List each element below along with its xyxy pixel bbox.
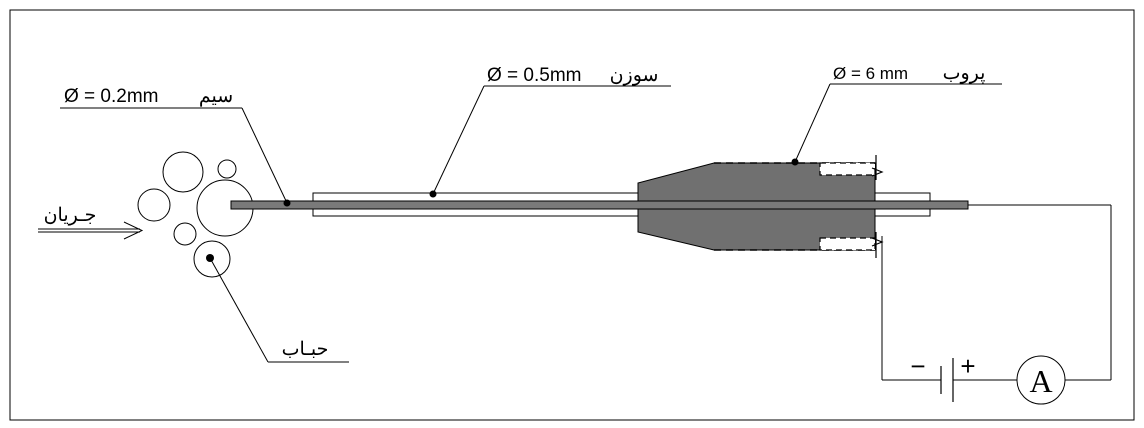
- probe-dimension: Ø = 6 mm: [833, 64, 908, 83]
- bubble: [137, 188, 171, 222]
- needle-leader-dot: [429, 190, 437, 198]
- needle-leader: [432, 85, 671, 195]
- circuit-wiring: [881, 204, 1112, 381]
- probe-end-openings: [819, 155, 884, 258]
- flow-label: جـریان: [44, 205, 97, 226]
- bubble: [162, 151, 204, 193]
- wire-leader: [60, 107, 288, 204]
- bubble-target: [193, 240, 231, 278]
- ammeter-label: A: [1029, 363, 1052, 399]
- bubble-leader: [209, 257, 349, 363]
- probe-leader: [794, 83, 1002, 163]
- bubble: [217, 159, 237, 179]
- probe-name: پروب: [943, 63, 986, 84]
- wire: [230, 200, 969, 210]
- ammeter-symbol: [1016, 355, 1066, 405]
- battery-minus: −: [910, 351, 925, 381]
- bubble-label: حبـاب: [282, 339, 329, 360]
- battery-symbol: [940, 358, 954, 402]
- flow-arrow: [38, 221, 144, 240]
- battery-plus: +: [960, 351, 975, 381]
- needle-dimension: Ø = 0.5mm: [487, 65, 582, 86]
- wire-name: سیم: [199, 86, 233, 107]
- bubble-cluster: [137, 151, 254, 278]
- bubble: [173, 222, 197, 246]
- probe-leader-dot: [791, 158, 799, 166]
- wire-leader-dot: [283, 199, 291, 207]
- needle-name: سوزن: [610, 65, 659, 86]
- figure-frame: [9, 9, 1135, 421]
- wire-dimension: Ø = 0.2mm: [64, 86, 159, 107]
